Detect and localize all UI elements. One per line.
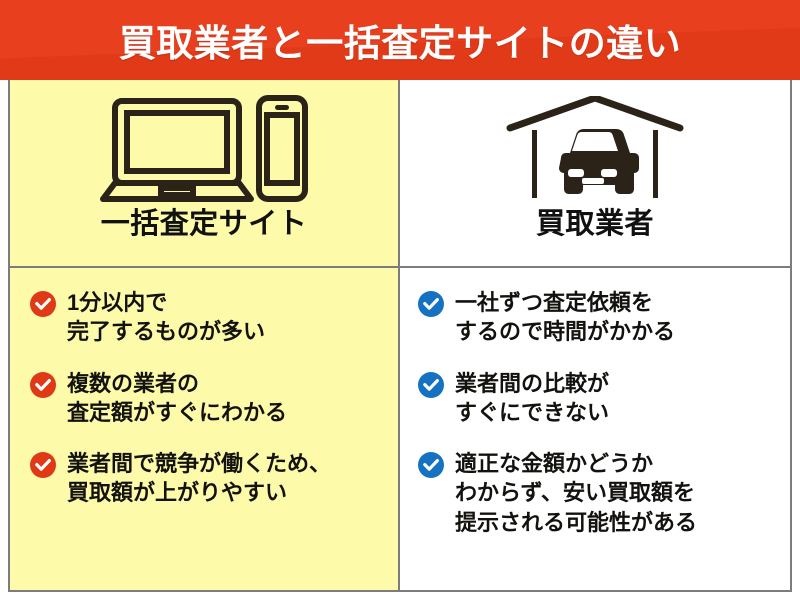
list-item: 1分以内で 完了するものが多い	[30, 288, 384, 347]
list-item-text: 一社ずつ査定依頼を するので時間がかかる	[455, 290, 676, 345]
bullet-list-purchase-dealer: 一社ずつ査定依頼を するので時間がかかる 業者間の比較が すぐにできない	[400, 268, 790, 590]
column-purchase-dealer: 買取業者 一社ずつ査定依頼を するので時間がかかる	[400, 80, 790, 590]
check-circle-icon	[418, 452, 444, 478]
comparison-table: 一括査定サイト 1分以内で 完了するものが多い	[8, 80, 792, 592]
list-item: 業者間の比較が すぐにできない	[418, 369, 776, 428]
list-item-text: 適正な金額かどうか わからず、安い買取額を 提示される可能性がある	[455, 451, 698, 535]
bullet-list-bulk-assessment-site: 1分以内で 完了するものが多い 複数の業者の 査定額がすぐにわかる	[10, 268, 398, 590]
list-item-text: 業者間の比較が すぐにできない	[455, 370, 610, 425]
column-label-bulk-assessment-site: 一括査定サイト	[100, 208, 308, 240]
column-label-purchase-dealer: 買取業者	[535, 208, 654, 240]
list-item-text: 業者間で競争が働くため、 買取額が上がりやすい	[67, 451, 332, 506]
list-item-text: 1分以内で 完了するものが多い	[67, 290, 266, 345]
header-cell-bulk-assessment-site: 一括査定サイト	[10, 80, 398, 268]
list-item: 一社ずつ査定依頼を するので時間がかかる	[418, 288, 776, 347]
page-title: 買取業者と一括査定サイトの違い	[118, 23, 682, 64]
car-in-garage-icon	[506, 94, 684, 204]
list-item-text: 複数の業者の 査定額がすぐにわかる	[67, 370, 288, 425]
list-item: 適正な金額かどうか わからず、安い買取額を 提示される可能性がある	[418, 449, 776, 537]
check-circle-icon	[30, 371, 56, 398]
header-banner: 買取業者と一括査定サイトの違い	[0, 0, 800, 80]
list-item: 業者間で競争が働くため、 買取額が上がりやすい	[30, 449, 384, 508]
check-circle-icon	[418, 291, 444, 317]
check-circle-icon	[418, 371, 444, 398]
header-cell-purchase-dealer: 買取業者	[400, 80, 790, 268]
check-circle-icon	[30, 452, 56, 478]
column-bulk-assessment-site: 一括査定サイト 1分以内で 完了するものが多い	[10, 80, 400, 590]
laptop-and-smartphone-icon	[99, 94, 309, 204]
check-circle-icon	[30, 291, 56, 317]
list-item: 複数の業者の 査定額がすぐにわかる	[30, 369, 384, 428]
